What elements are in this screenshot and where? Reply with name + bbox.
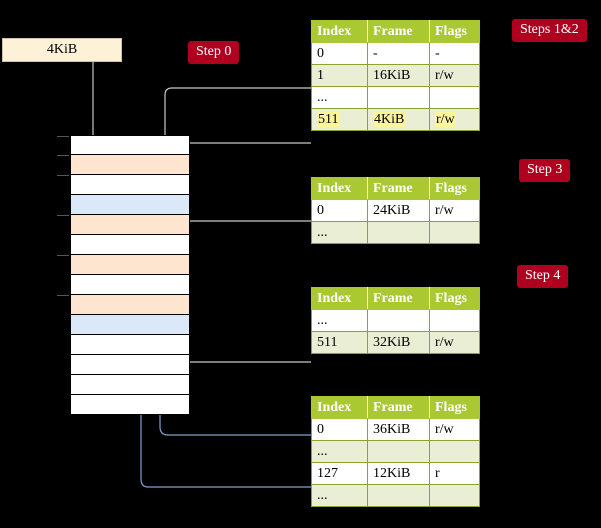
column-header-flags: Flags bbox=[429, 287, 480, 310]
cell-idx: 0 bbox=[311, 418, 368, 441]
cell-frm: 32KiB bbox=[367, 331, 430, 354]
memory-frame-row bbox=[57, 255, 190, 275]
cell-idx: ... bbox=[311, 309, 368, 332]
cell-flg bbox=[429, 86, 480, 109]
virtual-page-box: 4KiB bbox=[2, 38, 122, 62]
column-header-index: Index bbox=[311, 20, 368, 43]
cell-idx: 127 bbox=[311, 462, 368, 485]
cell-flg: r bbox=[429, 462, 480, 485]
column-header-index: Index bbox=[311, 177, 368, 200]
column-header-frame: Frame bbox=[367, 177, 430, 200]
cell-flg: r/w bbox=[429, 199, 480, 222]
cell-frm bbox=[367, 86, 430, 109]
column-header-frame: Frame bbox=[367, 396, 430, 419]
cell-frm: 36KiB bbox=[367, 418, 430, 441]
memory-row-tick bbox=[57, 215, 69, 216]
badge-step0: Step 0 bbox=[188, 41, 240, 64]
cell-idx: ... bbox=[311, 86, 368, 109]
cell-idx: 511 bbox=[311, 331, 368, 354]
cell-flg bbox=[429, 484, 480, 507]
cell-idx: ... bbox=[311, 484, 368, 507]
cell-idx: 1 bbox=[311, 64, 368, 87]
memory-frame-row bbox=[57, 135, 190, 155]
memory-frame-row bbox=[70, 355, 190, 375]
cell-frm: - bbox=[367, 42, 430, 65]
cell-frm bbox=[367, 221, 430, 244]
cell-flg: r/w bbox=[429, 331, 480, 354]
memory-row-tick bbox=[57, 175, 69, 176]
cell-idx: ... bbox=[311, 221, 368, 244]
cell-frm: 12KiB bbox=[367, 462, 430, 485]
memory-frame-row bbox=[57, 295, 190, 315]
cell-flg bbox=[429, 440, 480, 463]
table-row: ... bbox=[311, 440, 480, 463]
column-header-frame: Frame bbox=[367, 287, 430, 310]
cell-flg: r/w bbox=[429, 108, 480, 131]
memory-frame-row bbox=[70, 235, 190, 255]
cell-frm bbox=[367, 440, 430, 463]
cell-idx: 511 bbox=[311, 108, 368, 131]
column-header-flags: Flags bbox=[429, 177, 480, 200]
memory-row-tick bbox=[57, 295, 69, 296]
badge-step3: Step 3 bbox=[519, 159, 571, 182]
column-header-frame: Frame bbox=[367, 20, 430, 43]
highlighted-value: r/w bbox=[435, 111, 456, 127]
column-header-index: Index bbox=[311, 287, 368, 310]
physical-memory-column bbox=[57, 135, 190, 415]
cell-idx: ... bbox=[311, 440, 368, 463]
memory-frame-row bbox=[57, 155, 190, 175]
memory-frame-row bbox=[70, 315, 190, 335]
highlighted-value: 4KiB bbox=[373, 111, 406, 127]
memory-frame-row bbox=[70, 375, 190, 395]
cell-flg bbox=[429, 309, 480, 332]
cell-flg: - bbox=[429, 42, 480, 65]
column-header-flags: Flags bbox=[429, 396, 480, 419]
table-row: ... bbox=[311, 221, 480, 244]
cell-flg: r/w bbox=[429, 418, 480, 441]
highlighted-value: 511 bbox=[317, 111, 340, 127]
memory-frame-row bbox=[70, 395, 190, 415]
badge-steps12: Steps 1&2 bbox=[512, 19, 587, 42]
cell-flg bbox=[429, 221, 480, 244]
memory-frame-row bbox=[70, 275, 190, 295]
memory-frame-row bbox=[70, 195, 190, 215]
cell-frm bbox=[367, 309, 430, 332]
table-row: 511 4KiB r/w bbox=[311, 108, 480, 131]
table-row: ... bbox=[311, 484, 480, 507]
table-row: 0-- bbox=[311, 42, 480, 65]
memory-frame-row bbox=[57, 215, 190, 235]
column-header-index: Index bbox=[311, 396, 368, 419]
memory-frame-row bbox=[57, 175, 190, 195]
cell-idx: 0 bbox=[311, 42, 368, 65]
virtual-page-label: 4KiB bbox=[46, 42, 78, 57]
cell-frm: 24KiB bbox=[367, 199, 430, 222]
cell-flg: r/w bbox=[429, 64, 480, 87]
cell-frm bbox=[367, 484, 430, 507]
table-row: ... bbox=[311, 309, 480, 332]
column-header-flags: Flags bbox=[429, 20, 480, 43]
memory-row-tick bbox=[57, 136, 69, 137]
badge-step4: Step 4 bbox=[517, 265, 569, 288]
memory-row-tick bbox=[57, 155, 69, 156]
memory-row-tick bbox=[57, 255, 69, 256]
memory-frame-row bbox=[70, 335, 190, 355]
cell-frm: 4KiB bbox=[367, 108, 430, 131]
table-row: ... bbox=[311, 86, 480, 109]
cell-frm: 16KiB bbox=[367, 64, 430, 87]
cell-idx: 0 bbox=[311, 199, 368, 222]
